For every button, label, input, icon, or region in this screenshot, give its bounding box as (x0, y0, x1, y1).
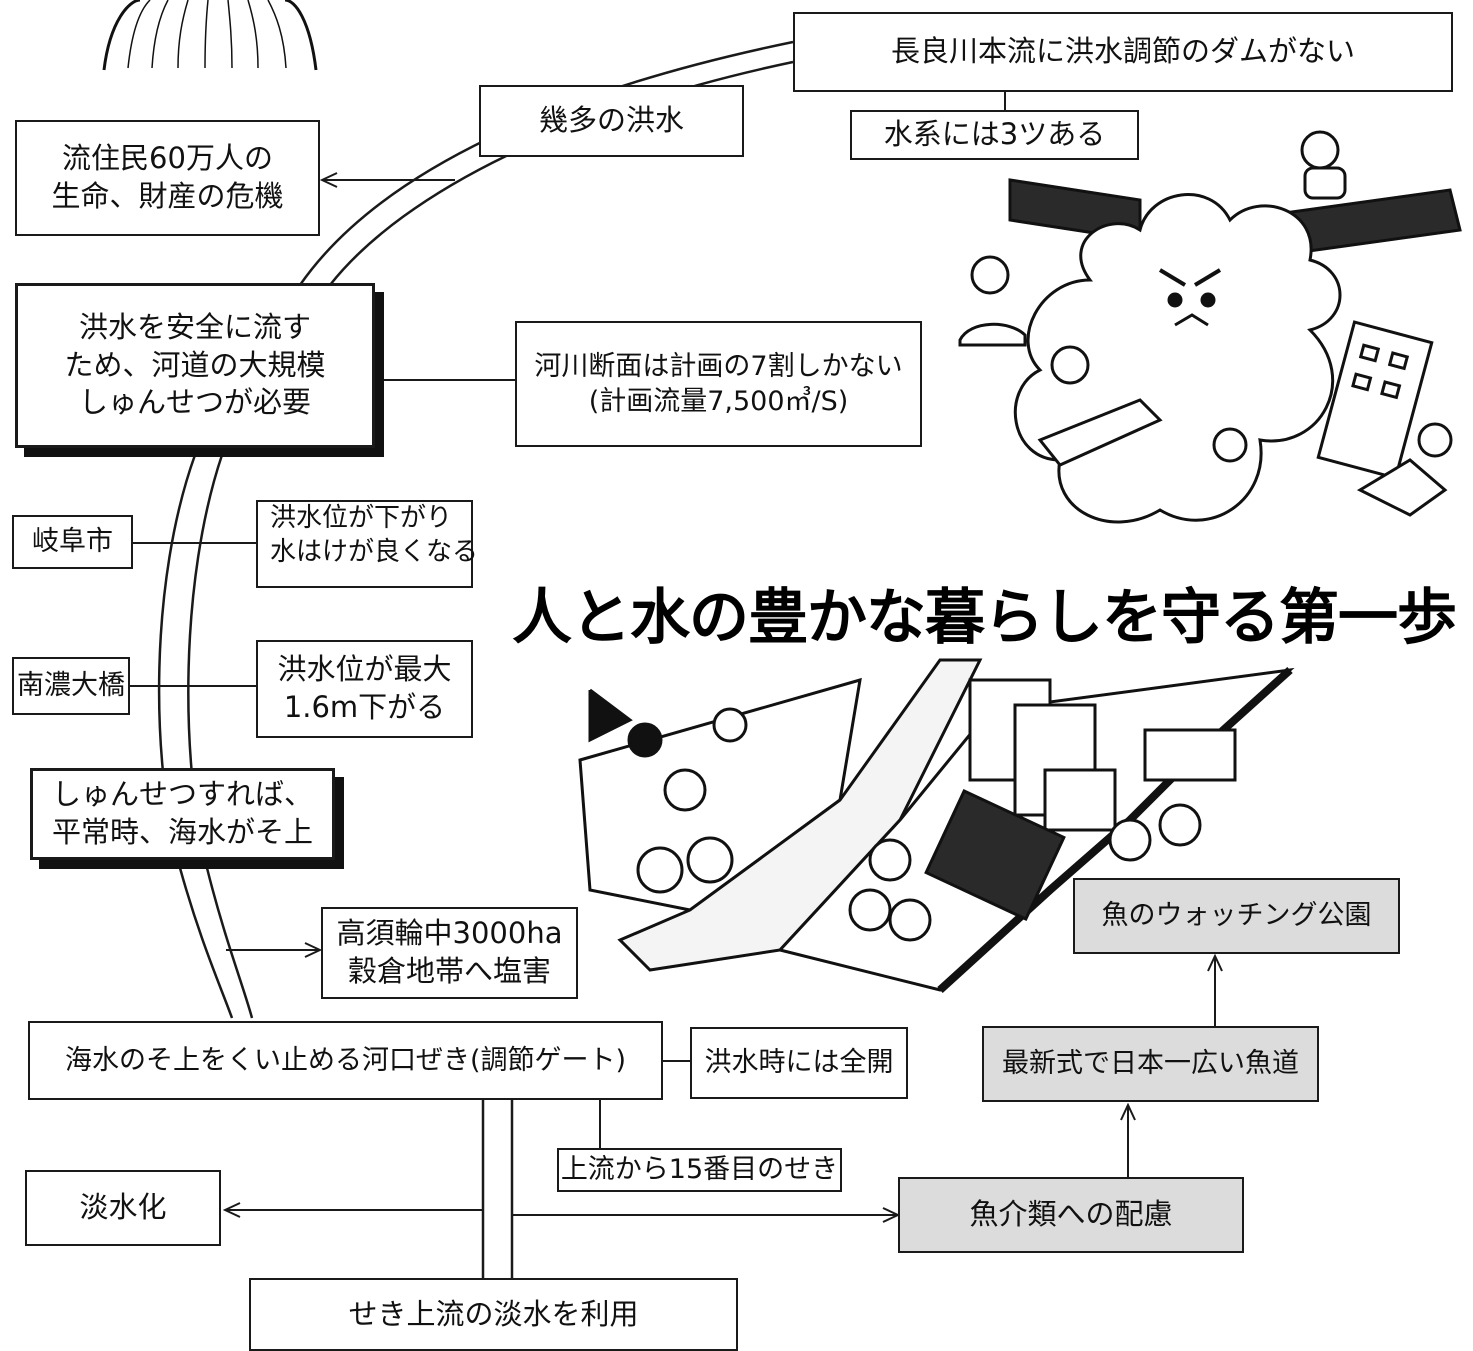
no-flood-dam-box: 長良川本流に洪水調節のダムがない (793, 12, 1453, 92)
fish-consideration-box: 魚介類への配慮 (898, 1177, 1244, 1253)
dredging-needed-line-3: しゅんせつが必要 (78, 385, 311, 420)
gifu-city-box: 岐阜市 (12, 515, 133, 569)
residents-crisis-line-1: 流住民60万人の (62, 141, 273, 176)
flood-level-max-line-2: 1.6m下がる (283, 690, 446, 724)
fishway-box: 最新式で日本一広い魚道 (982, 1026, 1319, 1102)
dredging-needed-line-2: ため、河道の大規模 (64, 347, 326, 382)
three-systems-text: 水系には3ツある (883, 117, 1106, 152)
flood-level-down-box: 洪水位が下がり 水はけが良くなる (256, 500, 478, 588)
full-open-text: 洪水時には全開 (704, 1047, 894, 1079)
nanno-bridge-box: 南濃大橋 (12, 657, 130, 715)
flood-illustration (958, 130, 1462, 524)
residents-crisis-box: 流住民60万人の 生命、財産の危機 (15, 120, 320, 236)
salt-damage-line-1: 高須輪中3000ha (336, 916, 563, 951)
fifteenth-weir-box: 上流から15番目のせき (557, 1148, 842, 1192)
fishway-text: 最新式で日本一広い魚道 (1002, 1048, 1299, 1080)
diagram-title: 人と水の豊かな暮らしを守る第一歩 (512, 583, 1457, 653)
river-section-line-1: 河川断面は計画の7割しかない (534, 350, 903, 382)
dredging-needed-line-1: 洪水を安全に流す (78, 309, 311, 344)
estuary-weir-text: 海水のそ上をくい止める河口ぜき(調節ゲート) (64, 1044, 627, 1076)
many-floods-text: 幾多の洪水 (538, 103, 684, 138)
river-section-line-2: (計画流量7,500㎥/S) (588, 386, 849, 417)
fifteenth-weir-text: 上流から15番目のせき (560, 1154, 839, 1186)
river-section-box: 河川断面は計画の7割しかない (計画流量7,500㎥/S) (515, 321, 922, 447)
flood-level-down-line-1: 洪水位が下がり (270, 503, 453, 533)
fish-consideration-text: 魚介類への配慮 (969, 1197, 1173, 1232)
gifu-city-text: 岐阜市 (32, 526, 113, 558)
use-freshwater-box: せき上流の淡水を利用 (249, 1278, 738, 1351)
flood-level-down-line-2: 水はけが良くなる (270, 536, 479, 567)
seawater-rise-line-2: 平常時、海水がそ上 (51, 815, 313, 849)
flood-level-max-line-1: 洪水位が最大 (277, 652, 452, 687)
arch-illustration (102, 0, 318, 71)
flood-level-max-box: 洪水位が最大 1.6m下がる (256, 640, 473, 738)
seawater-rise-box: しゅんせつすれば、 平常時、海水がそ上 (30, 768, 335, 860)
riverside-park-illustration (578, 658, 1295, 993)
freshwater-box: 淡水化 (25, 1170, 221, 1246)
river-band-inner-lower (187, 454, 254, 1019)
salt-damage-line-2: 穀倉地帯へ塩害 (347, 954, 551, 988)
freshwater-text: 淡水化 (79, 1190, 167, 1225)
dredging-needed-box: 洪水を安全に流す ため、河道の大規模 しゅんせつが必要 (15, 283, 375, 448)
watching-park-text: 魚のウォッチング公園 (1101, 900, 1372, 932)
nanno-bridge-text: 南濃大橋 (17, 670, 125, 702)
use-freshwater-text: せき上流の淡水を利用 (348, 1296, 639, 1331)
seawater-rise-line-1: しゅんせつすれば、 (51, 777, 313, 812)
many-floods-box: 幾多の洪水 (479, 85, 744, 157)
full-open-box: 洪水時には全開 (690, 1027, 908, 1099)
no-flood-dam-text: 長良川本流に洪水調節のダムがない (890, 34, 1355, 69)
three-systems-box: 水系には3ツある (850, 110, 1139, 160)
watching-park-box: 魚のウォッチング公園 (1073, 878, 1400, 954)
estuary-weir-box: 海水のそ上をくい止める河口ぜき(調節ゲート) (28, 1021, 663, 1100)
residents-crisis-line-2: 生命、財産の危機 (51, 179, 284, 213)
salt-damage-box: 高須輪中3000ha 穀倉地帯へ塩害 (321, 907, 578, 999)
river-band-outer-lower (157, 454, 234, 1019)
